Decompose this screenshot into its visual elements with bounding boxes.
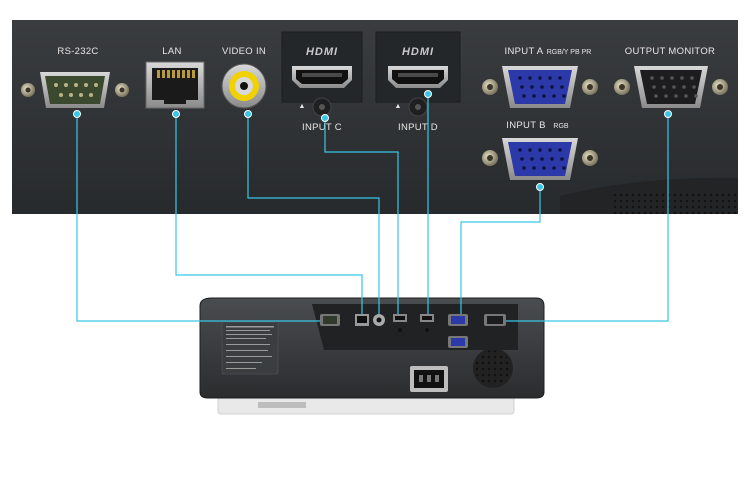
input-b-label: INPUT B: [506, 120, 545, 131]
hdmi-input-d-port: [388, 66, 448, 117]
rs232c-label: RS-232C: [57, 46, 98, 57]
vga-input-b-port: [482, 138, 598, 180]
callout-dots: [73, 90, 672, 191]
speaker-grille-icon: [612, 190, 738, 214]
hdmi-input-c-port: [292, 66, 352, 117]
projector-rear: [199, 297, 545, 415]
arrow-d-marker: ▲: [395, 103, 402, 110]
video-in-port: [221, 63, 267, 109]
vga-output-monitor-port: [614, 66, 728, 108]
arrow-c-marker: ▲: [299, 103, 306, 110]
input-b-sub-label: RGB: [553, 123, 569, 130]
hdmi-c-logo: HDMI: [306, 46, 338, 58]
hdmi-d-logo: HDMI: [402, 46, 434, 58]
line-output-monitor: [506, 114, 669, 322]
line-rs232c: [76, 114, 320, 322]
video-in-label: VIDEO IN: [222, 46, 266, 57]
input-d-label: INPUT D: [398, 122, 438, 133]
power-inlet-icon: [410, 366, 448, 392]
lan-port: [145, 61, 205, 109]
line-lan: [175, 114, 363, 314]
speaker-grille-icon: [473, 348, 513, 388]
line-input-c: [324, 118, 399, 314]
output-monitor-label: OUTPUT MONITOR: [625, 46, 715, 57]
callout-lines: [76, 94, 669, 322]
line-input-b: [460, 187, 541, 314]
rs232c-port: [21, 72, 129, 108]
input-c-label: INPUT C: [302, 122, 342, 133]
vga-input-a-port: [482, 66, 598, 108]
lan-label: LAN: [162, 46, 181, 57]
input-a-sub-label: RGB/Y PB PR: [547, 49, 592, 56]
input-a-label: INPUT A: [505, 46, 544, 57]
line-video-in: [247, 114, 380, 314]
